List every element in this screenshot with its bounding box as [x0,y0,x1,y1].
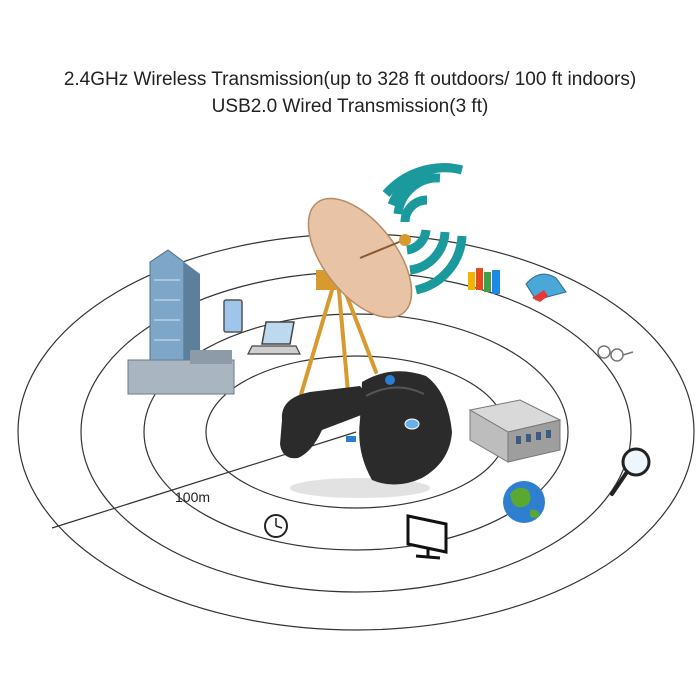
satellite-dish-icon [307,197,413,319]
car-icon [525,273,567,302]
tablet-icon [223,299,243,333]
barcode-scanner-icon [280,371,452,498]
glasses-icon [597,345,634,362]
books-icon [468,268,500,294]
magnifier-icon [610,447,651,496]
factory-icon [468,399,562,463]
heading-line-2: USB2.0 Wired Transmission(3 ft) [211,96,489,117]
globe-icon [503,481,545,523]
heading: 2.4GHz Wireless Transmission(up to 328 f… [0,66,700,120]
heading-line-1: 2.4GHz Wireless Transmission(up to 328 f… [63,69,637,90]
laptop-icon [247,321,301,355]
range-ring-2 [143,313,569,551]
wifi-signal-icon [382,163,467,295]
monitor-icon [406,514,448,560]
skyscraper-icon [127,249,235,395]
ring-distance-label: 100m [175,489,210,505]
clock-icon [264,514,288,538]
